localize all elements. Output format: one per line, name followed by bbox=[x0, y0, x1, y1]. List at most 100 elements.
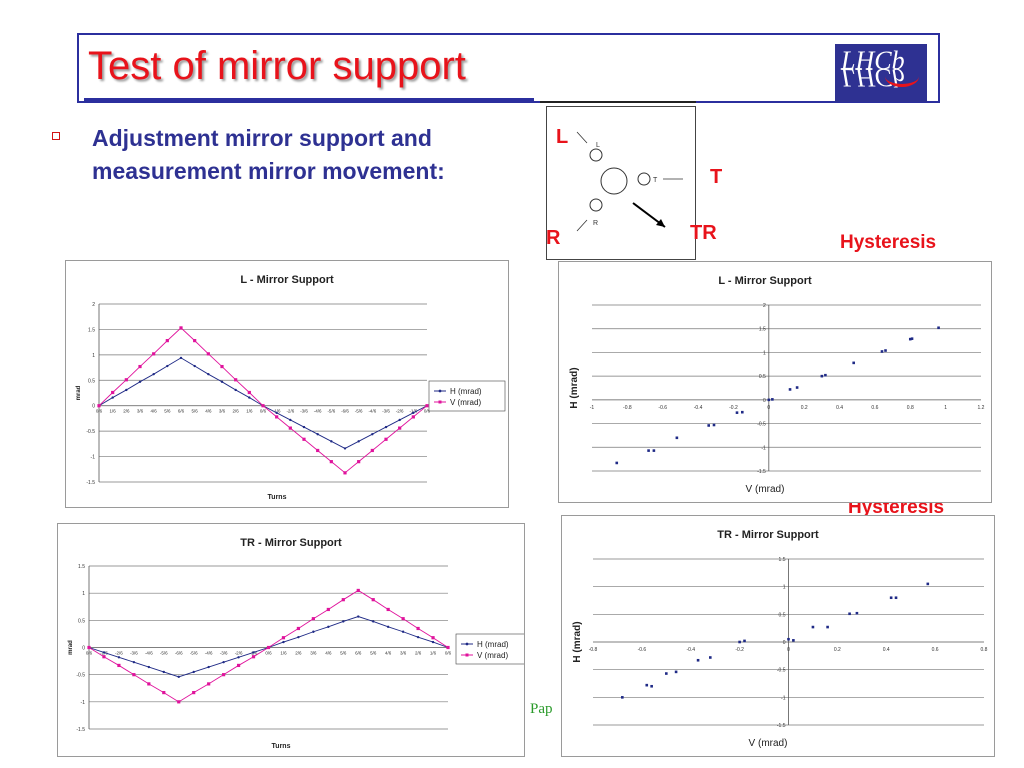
chart-tr-hysteresis-svg: TR - Mirror Support1.510.50-0.5-1-1.5-0.… bbox=[572, 529, 988, 749]
data-point bbox=[220, 380, 224, 384]
schematic-top-line bbox=[540, 101, 696, 103]
data-point bbox=[707, 424, 710, 427]
data-point bbox=[411, 415, 415, 419]
data-point bbox=[222, 673, 226, 677]
x-tick-label: 1/6 bbox=[430, 651, 437, 656]
x-tick-label: -3/6 bbox=[220, 651, 228, 656]
data-point bbox=[674, 670, 678, 674]
data-point bbox=[343, 471, 347, 475]
legend-label: H (mrad) bbox=[450, 387, 482, 396]
data-point bbox=[645, 683, 649, 687]
data-point bbox=[165, 339, 169, 343]
data-point bbox=[117, 663, 121, 668]
data-point bbox=[665, 672, 668, 675]
x-tick-label: 0.2 bbox=[834, 647, 841, 653]
data-point bbox=[147, 665, 151, 669]
legend-label: H (mrad) bbox=[477, 640, 509, 649]
y-tick-label: 1.5 bbox=[88, 327, 95, 333]
data-point bbox=[252, 651, 255, 654]
x-tick-label: -2/6 bbox=[115, 651, 123, 656]
y-tick-label: 2 bbox=[763, 303, 766, 309]
x-tick-label: 3/6 bbox=[400, 651, 407, 656]
x-tick-label: 0.6 bbox=[932, 647, 939, 653]
data-point bbox=[771, 398, 774, 401]
data-point bbox=[738, 640, 741, 644]
data-point bbox=[852, 361, 855, 365]
data-point bbox=[386, 607, 390, 612]
x-tick-label: 4/6 bbox=[205, 409, 212, 414]
x-tick-label: -4/6 bbox=[205, 651, 213, 656]
arrow-tr-head bbox=[656, 219, 665, 227]
label-l: L bbox=[556, 126, 569, 148]
data-point bbox=[312, 630, 315, 633]
x-tick-label: -4/6 bbox=[368, 409, 376, 414]
data-point bbox=[372, 620, 375, 623]
data-point bbox=[207, 665, 210, 669]
chart-title: L - Mirror Support bbox=[240, 274, 334, 286]
support-r bbox=[589, 198, 603, 212]
mirror-schematic: L T R bbox=[546, 106, 696, 260]
data-point bbox=[266, 645, 271, 650]
x-tick-label: -3/6 bbox=[130, 651, 138, 656]
data-point bbox=[222, 660, 225, 664]
data-point bbox=[316, 432, 319, 436]
legend-marker bbox=[438, 400, 442, 404]
x-tick-label: -0.2 bbox=[729, 405, 738, 411]
y-tick-label: 0 bbox=[763, 398, 766, 404]
data-point bbox=[908, 337, 912, 341]
x-tick-label: 2/6 bbox=[415, 651, 422, 656]
y-tick-label: -1.5 bbox=[76, 727, 85, 733]
y-tick-label: 2 bbox=[92, 302, 95, 308]
data-point bbox=[767, 398, 771, 402]
x-tick-label: -4/6 bbox=[314, 409, 322, 414]
data-point bbox=[792, 639, 795, 642]
x-tick-label: 3/6 bbox=[219, 409, 226, 414]
data-point bbox=[87, 645, 91, 650]
x-tick-label: -5/6 bbox=[160, 651, 168, 656]
chart-title: L - Mirror Support bbox=[718, 275, 812, 287]
y-tick-label: 0 bbox=[783, 640, 786, 646]
y-tick-label: 1 bbox=[92, 353, 95, 359]
x-tick-label: 0.4 bbox=[883, 647, 890, 653]
series-line bbox=[98, 327, 428, 474]
chart-tr-turns-svg: TR - Mirror Support1.510.50-0.5-1-1.50/6… bbox=[68, 537, 533, 750]
y-axis-label: H (mrad) bbox=[572, 621, 583, 662]
x-tick-label: -0.4 bbox=[686, 647, 695, 653]
data-point bbox=[787, 637, 790, 641]
data-point bbox=[884, 349, 887, 352]
data-point bbox=[179, 326, 183, 330]
label-t: T bbox=[710, 166, 723, 188]
chart-title: TR - Mirror Support bbox=[240, 537, 342, 549]
x-tick-label: 0 bbox=[787, 647, 790, 653]
slide-title: Test of mirror support bbox=[88, 44, 466, 88]
data-point bbox=[356, 588, 360, 593]
data-point bbox=[615, 461, 619, 465]
legend-marker bbox=[465, 642, 469, 646]
support-t bbox=[637, 172, 651, 186]
data-point bbox=[234, 388, 237, 392]
data-point bbox=[179, 356, 183, 360]
data-point bbox=[152, 372, 155, 376]
data-point bbox=[342, 620, 345, 623]
x-tick-label: -6/6 bbox=[175, 651, 183, 656]
y-tick-label: -1.5 bbox=[777, 723, 786, 729]
data-point bbox=[297, 635, 300, 639]
x-tick-label: 0.2 bbox=[801, 405, 808, 411]
x-tick-label: -3/6 bbox=[382, 409, 390, 414]
x-tick-label: -5/6 bbox=[327, 409, 335, 414]
bullet-text: Adjustment mirror support and measuremen… bbox=[92, 125, 445, 184]
x-tick-label: 0.6 bbox=[871, 405, 878, 411]
data-point bbox=[401, 630, 405, 633]
data-point bbox=[251, 655, 256, 659]
data-point bbox=[261, 404, 265, 408]
data-point bbox=[147, 682, 151, 686]
lhcb-logo: LHCb LHCb bbox=[835, 44, 927, 102]
data-point bbox=[281, 636, 286, 640]
data-point bbox=[384, 425, 388, 429]
title-frame bbox=[77, 33, 940, 103]
y-tick-label: -0.5 bbox=[757, 422, 766, 428]
x-tick-label: 4/6 bbox=[151, 409, 158, 414]
data-point bbox=[296, 626, 301, 631]
data-point bbox=[152, 352, 156, 356]
